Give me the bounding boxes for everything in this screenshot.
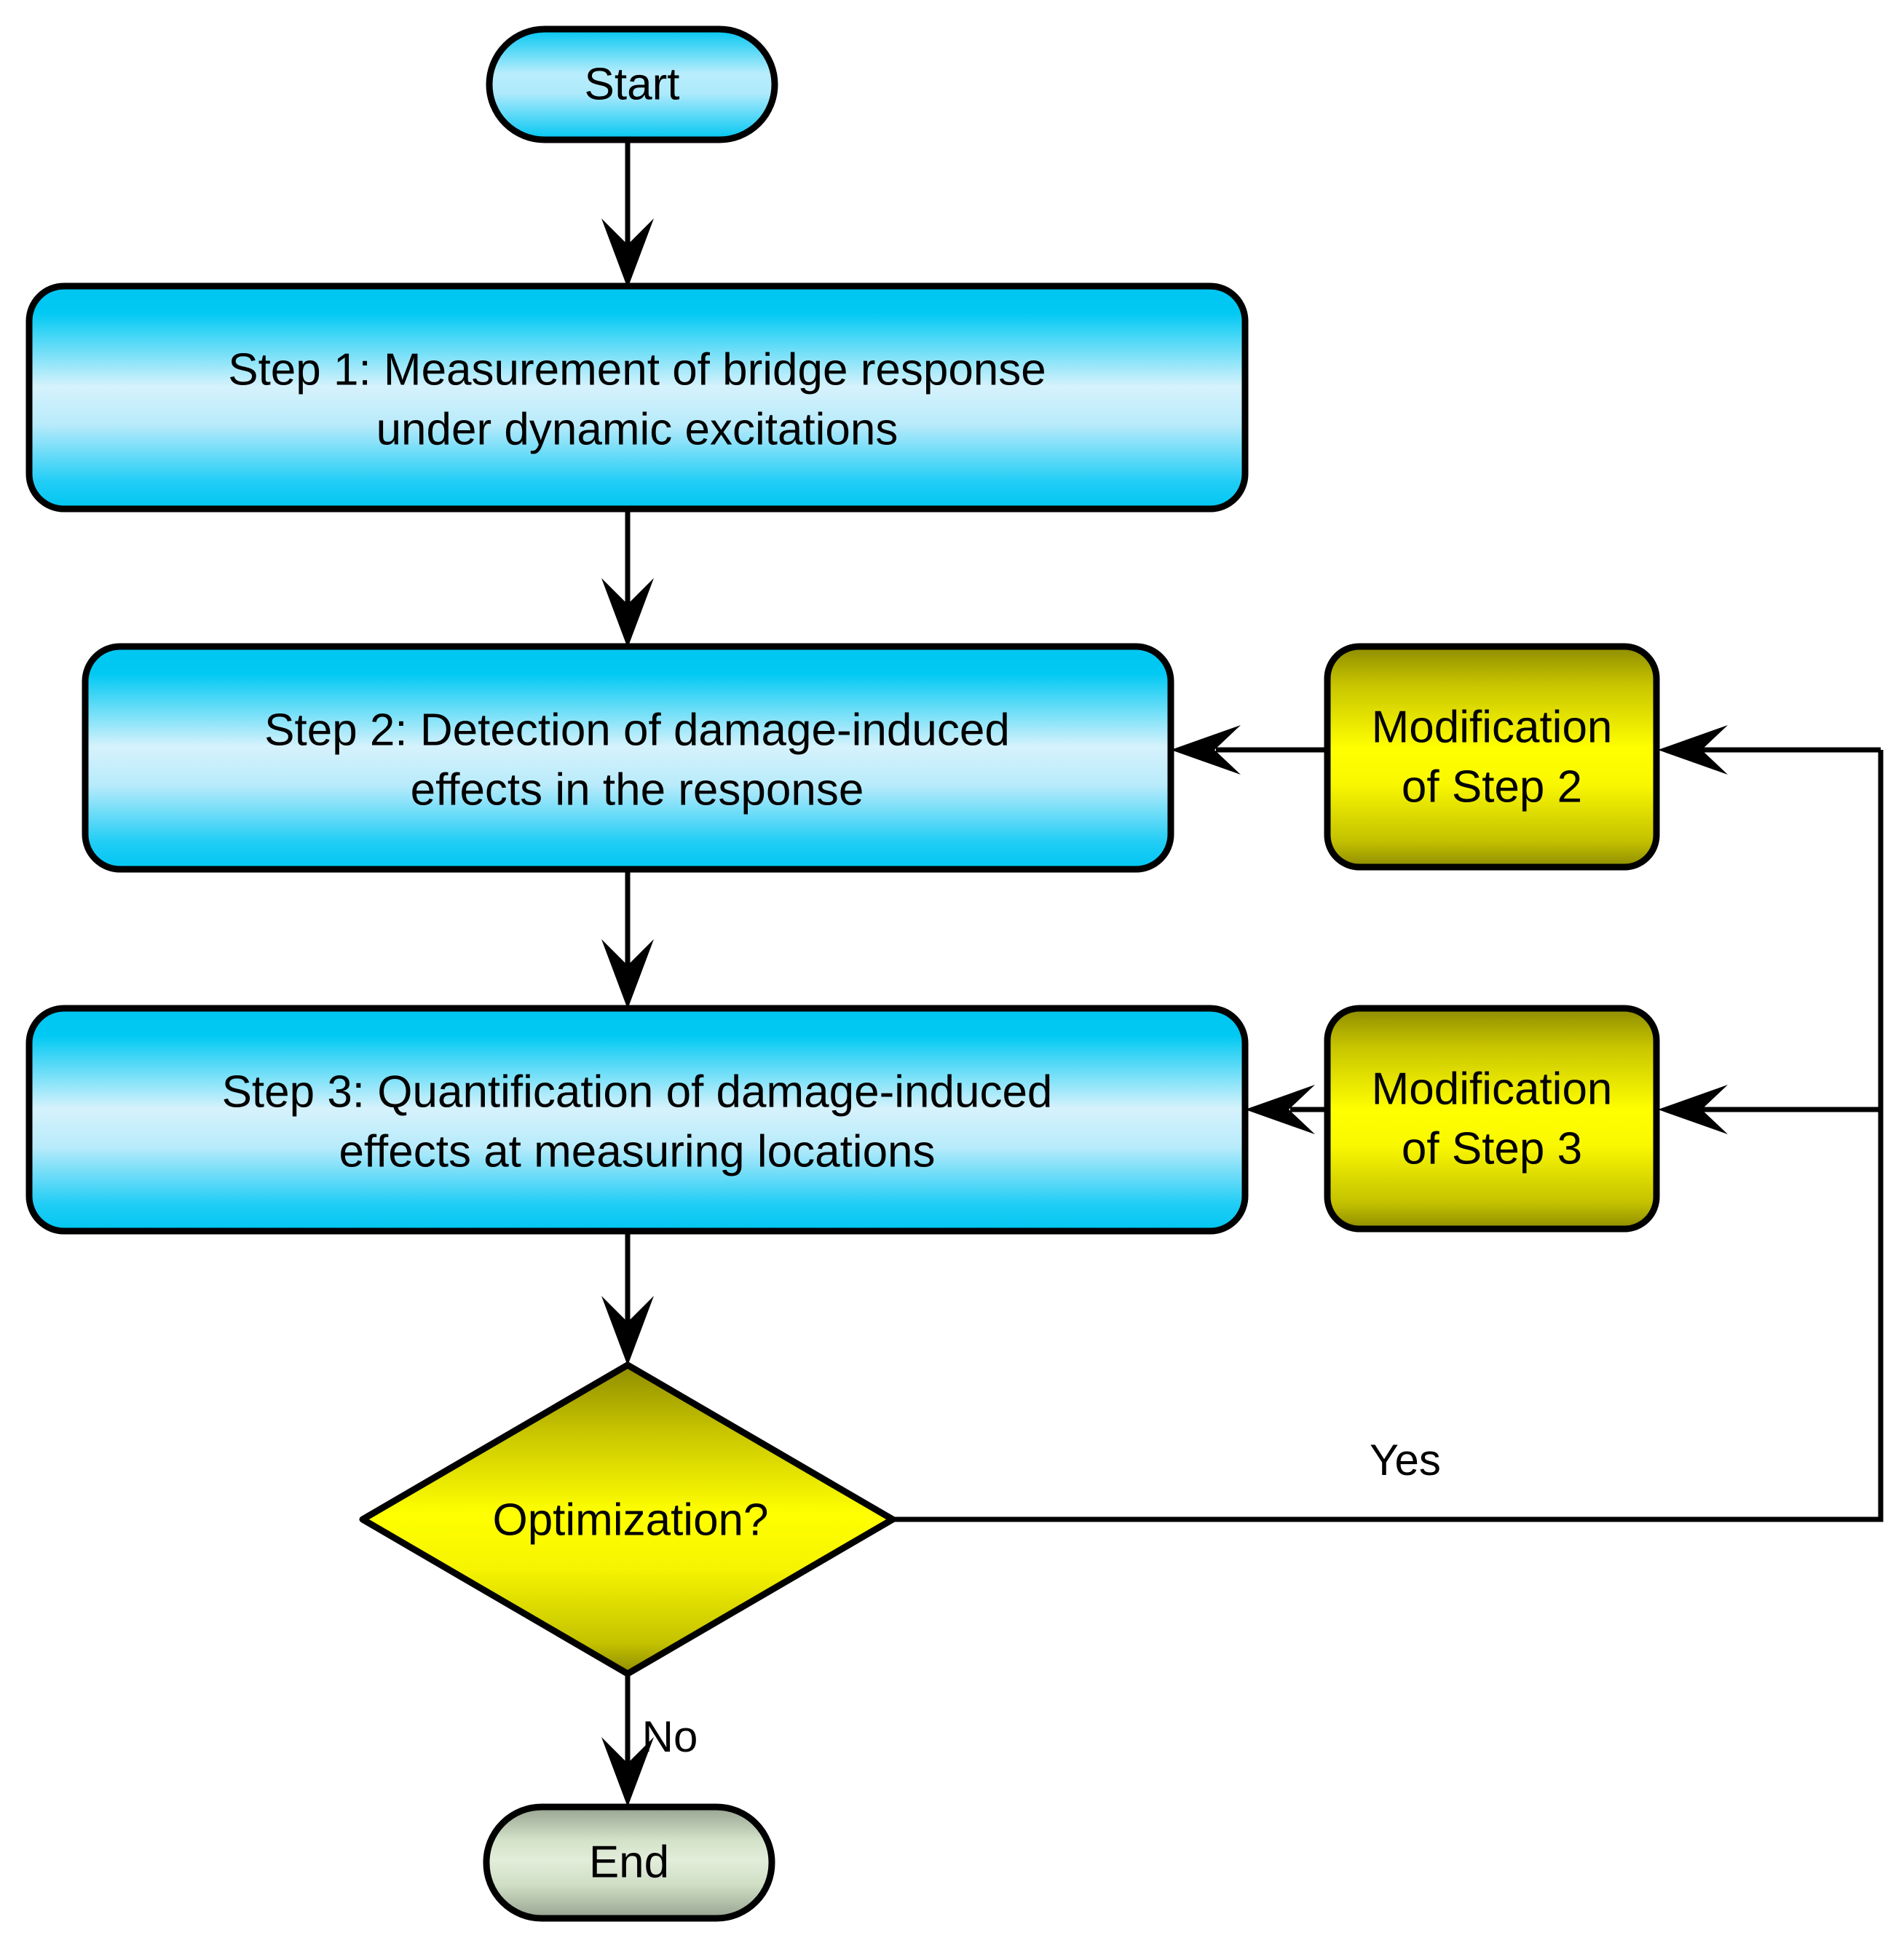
- node-step1[interactable]: Step 1: Measurement of bridge response u…: [25, 282, 1249, 513]
- node-modification-step3-label-line2: of Step 3: [1402, 1123, 1582, 1174]
- node-step3-label-line1: Step 3: Quantification of damage-induced: [222, 1067, 1053, 1117]
- node-decision-optimization[interactable]: Optimization?: [359, 1361, 896, 1677]
- node-decision-label: Optimization?: [492, 1495, 768, 1545]
- node-step3-label-line2: effects at measuring locations: [339, 1126, 935, 1176]
- node-step1-label-line1: Step 1: Measurement of bridge response: [228, 344, 1046, 395]
- edge-start-to-step1: [601, 140, 654, 288]
- edge-trunk-to-mod2: [1658, 725, 1881, 775]
- node-step2[interactable]: Step 2: Detection of damage-induced effe…: [82, 643, 1174, 873]
- edge-step1-to-step2: [601, 509, 654, 648]
- node-modification-step3-label-line1: Modification: [1372, 1064, 1613, 1114]
- edge-mod3-to-step3: [1245, 1085, 1327, 1134]
- node-step1-label-line2: under dynamic excitations: [376, 404, 898, 454]
- node-end-label: End: [589, 1837, 669, 1887]
- edge-step3-to-decision: [601, 1231, 654, 1366]
- node-start-label: Start: [585, 59, 680, 109]
- node-modification-step2-label-line2: of Step 2: [1402, 762, 1582, 812]
- node-step2-label-line2: effects in the response: [411, 764, 864, 815]
- node-step2-label-line1: Step 2: Detection of damage-induced: [264, 705, 1010, 755]
- node-modification-step2-label-line1: Modification: [1372, 702, 1613, 752]
- node-modification-step3[interactable]: Modification of Step 3: [1324, 1005, 1660, 1233]
- node-start[interactable]: Start: [486, 25, 778, 143]
- node-end[interactable]: End: [483, 1803, 775, 1922]
- edge-decision-to-end: No: [601, 1674, 698, 1807]
- edge-label-yes: Yes: [1370, 1436, 1441, 1484]
- edge-label-no: No: [642, 1712, 698, 1761]
- node-modification-step2[interactable]: Modification of Step 2: [1324, 643, 1660, 871]
- node-step3[interactable]: Step 3: Quantification of damage-induced…: [25, 1005, 1249, 1235]
- edge-decision-yes-trunk: Yes: [893, 750, 1884, 1522]
- edge-trunk-to-mod3: [1658, 1085, 1881, 1134]
- edge-step2-to-step3: [601, 869, 654, 1009]
- edge-mod2-to-step2: [1171, 725, 1327, 775]
